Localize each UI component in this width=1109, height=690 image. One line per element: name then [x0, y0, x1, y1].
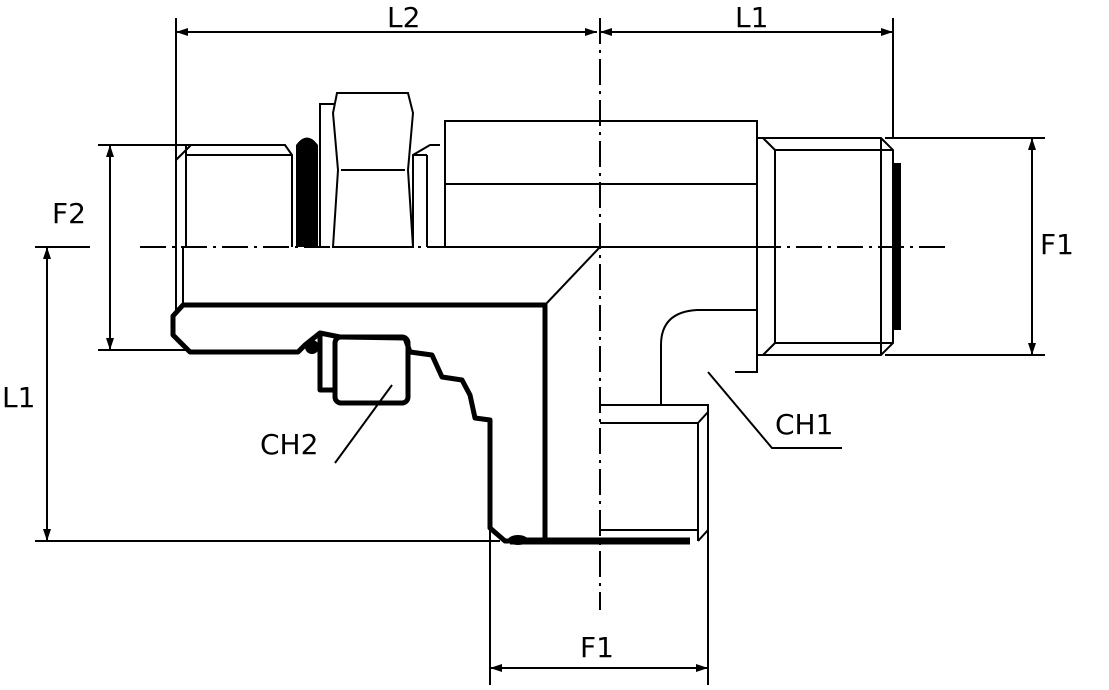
right-thread [757, 137, 901, 356]
bottom-thread [600, 404, 709, 542]
ch1-leader [707, 371, 842, 449]
callout-ch2: CH2 [260, 428, 319, 461]
dimension-label-l1-top: L1 [735, 1, 769, 34]
callout-ch1: CH1 [775, 408, 834, 441]
dimension-label-f1-bottom: F1 [580, 631, 614, 664]
left-dimensions [35, 144, 500, 542]
o-ring [296, 137, 318, 247]
washer [319, 103, 334, 247]
left-thread [175, 144, 293, 310]
section-view [170, 302, 690, 545]
top-dimensions [175, 18, 894, 160]
dimension-label-f2: F2 [52, 197, 86, 230]
ch2-leader [334, 384, 393, 464]
right-dimension [885, 137, 1045, 356]
body [444, 120, 758, 405]
nut-section [332, 334, 411, 406]
nut [331, 92, 440, 248]
bottom-dimension [489, 530, 709, 685]
dimension-label-l1-left: L1 [2, 381, 36, 414]
dimension-label-l2: L2 [387, 1, 421, 34]
dimension-label-f1-right: F1 [1040, 228, 1074, 261]
